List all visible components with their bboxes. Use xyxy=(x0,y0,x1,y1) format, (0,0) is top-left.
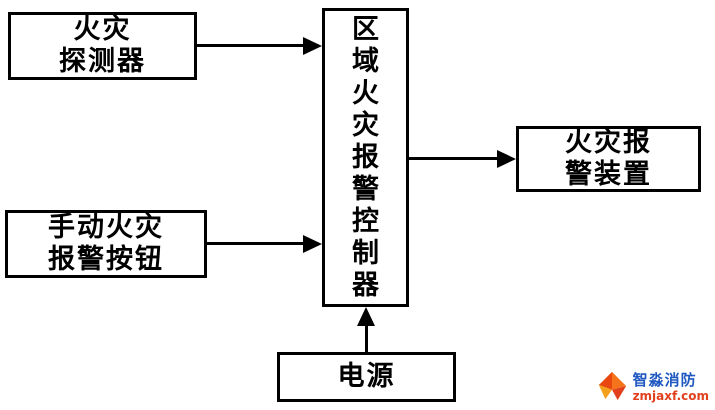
arrow-controller-to-device-head xyxy=(497,150,516,168)
manual-alarm-label-line2: 报警按钮 xyxy=(48,244,164,275)
arrow-manual-to-controller-line xyxy=(207,242,303,245)
box-fire-detector: 火灾 探测器 xyxy=(8,12,197,80)
arrow-detector-to-controller-head xyxy=(303,37,322,55)
arrow-manual-to-controller-head xyxy=(303,235,322,253)
box-power-supply: 电源 xyxy=(277,352,456,402)
arrow-power-to-controller-line xyxy=(365,324,368,352)
watermark-logo: 智淼消防 zmjaxf.com xyxy=(596,370,709,406)
manual-alarm-label-line1: 手动火灾 xyxy=(48,212,164,243)
power-supply-label: 电源 xyxy=(337,361,396,392)
zhimiao-logo-icon xyxy=(596,370,628,406)
arrow-detector-to-controller-line xyxy=(197,44,303,47)
fire-alarm-device-label-line2: 警装置 xyxy=(565,159,652,190)
fire-detector-label-line2: 探测器 xyxy=(59,46,146,77)
fire-alarm-device-label-line1: 火灾报 xyxy=(565,127,652,158)
box-regional-alarm-controller: 区域火灾报警控制器 xyxy=(322,8,409,307)
fire-detector-label-line1: 火灾 xyxy=(73,14,132,45)
watermark-brand-name: 智淼消防 xyxy=(632,371,697,390)
box-fire-alarm-device: 火灾报 警装置 xyxy=(516,126,701,192)
watermark-site-url: zmjaxf.com xyxy=(632,388,709,403)
box-manual-alarm-button: 手动火灾 报警按钮 xyxy=(5,210,207,278)
arrow-controller-to-device-line xyxy=(409,157,498,160)
arrow-power-to-controller-head xyxy=(357,307,375,326)
regional-alarm-controller-label: 区域火灾报警控制器 xyxy=(352,13,379,301)
watermark-text: 智淼消防 zmjaxf.com xyxy=(633,372,709,403)
